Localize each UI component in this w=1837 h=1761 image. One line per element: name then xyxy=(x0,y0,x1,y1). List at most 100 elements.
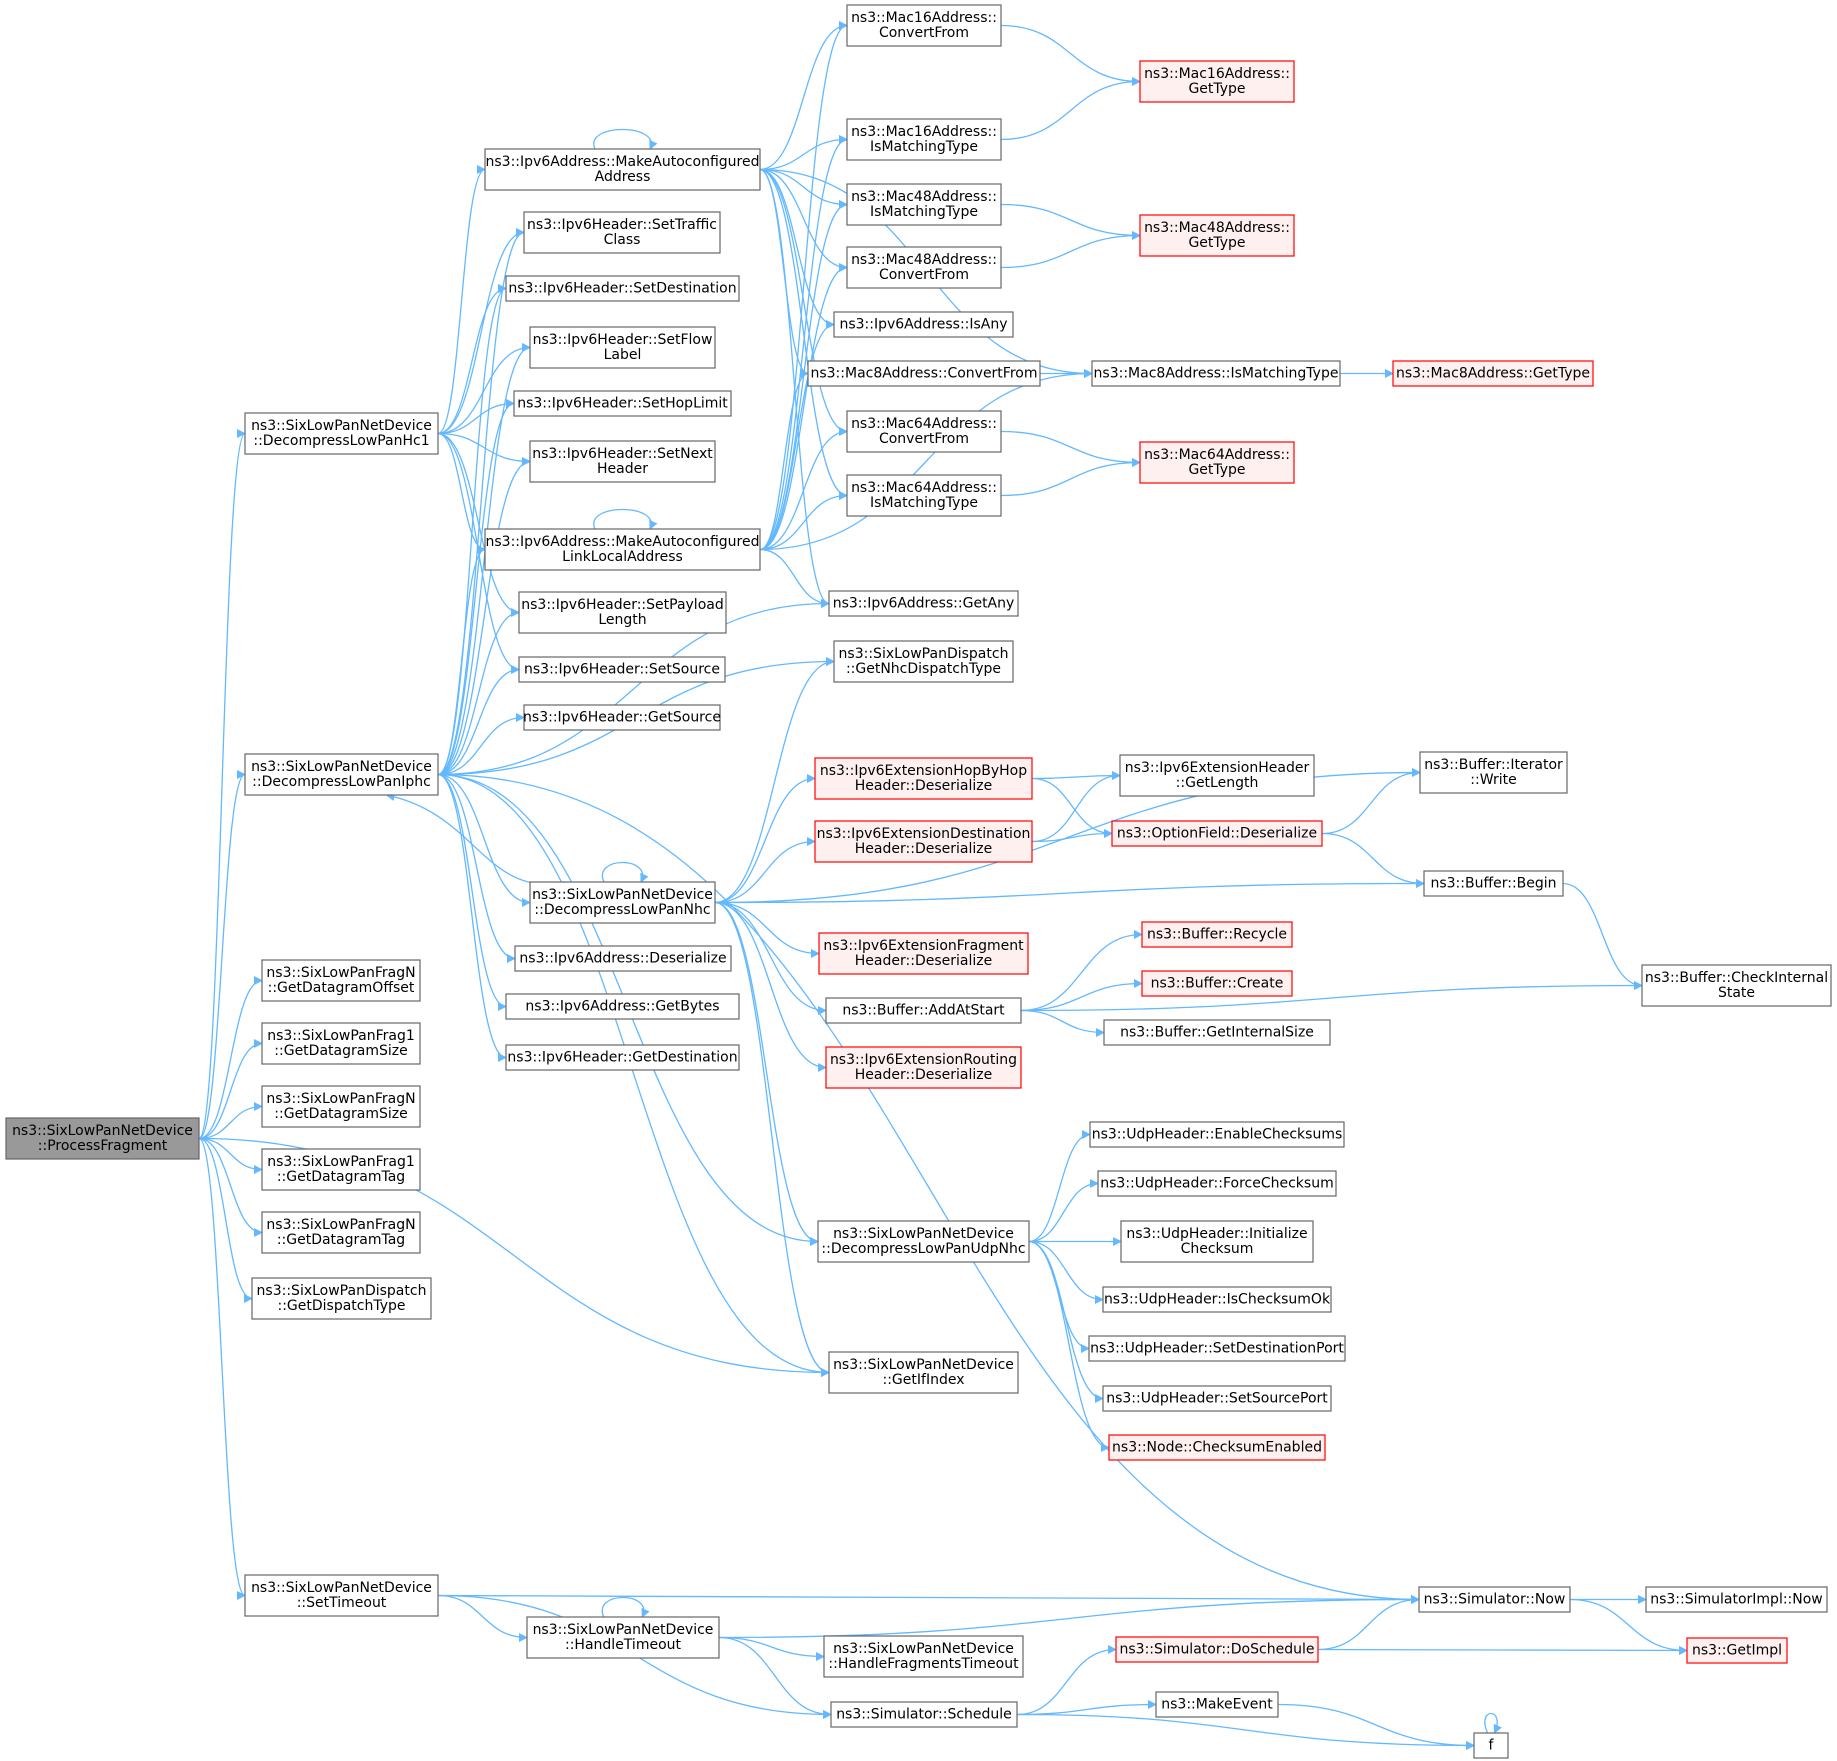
function-node-set-dest[interactable]: ns3::Ipv6Header::SetDestination xyxy=(505,275,740,302)
call-edge-iphc-to-getifindex xyxy=(437,773,830,1377)
function-node-iphc[interactable]: ns3::SixLowPanNetDevice::DecompressLowPa… xyxy=(244,753,439,796)
function-node-m16-match[interactable]: ns3::Mac16Address::IsMatchingType xyxy=(846,118,1002,161)
function-node-set-source[interactable]: ns3::Ipv6Header::SetSource xyxy=(518,656,726,683)
node-label: ns3::Ipv6Address::Deserialize xyxy=(519,951,726,967)
function-node-node-ck[interactable]: ns3::Node::ChecksumEnabled xyxy=(1108,1434,1326,1461)
function-node-addr-deser[interactable]: ns3::Ipv6Address::Deserialize xyxy=(514,945,732,972)
function-node-m8-conv[interactable]: ns3::Mac8Address::ConvertFrom xyxy=(807,360,1041,387)
function-node-doschedule[interactable]: ns3::Simulator::DoSchedule xyxy=(1115,1636,1319,1663)
function-node-m8-type[interactable]: ns3::Mac8Address::GetType xyxy=(1392,360,1594,387)
function-node-dst-ext[interactable]: ns3::Ipv6ExtensionDestinationHeader::Des… xyxy=(814,820,1033,863)
function-node-frag-ext[interactable]: ns3::Ipv6ExtensionFragmentHeader::Deseri… xyxy=(818,932,1029,975)
function-node-addr-bytes[interactable]: ns3::Ipv6Address::GetBytes xyxy=(505,993,740,1020)
node-box xyxy=(529,881,716,924)
function-node-settimeout[interactable]: ns3::SixLowPanNetDevice::SetTimeout xyxy=(244,1574,439,1617)
function-node-frag1-size[interactable]: ns3::SixLowPanFrag1::GetDatagramSize xyxy=(261,1022,421,1065)
function-node-nhc-disp[interactable]: ns3::SixLowPanDispatch::GetNhcDispatchTy… xyxy=(833,640,1014,683)
function-node-udp-setsrc[interactable]: ns3::UdpHeader::SetSourcePort xyxy=(1102,1385,1332,1412)
function-node-udp-isok[interactable]: ns3::UdpHeader::IsChecksumOk xyxy=(1102,1286,1332,1313)
function-node-is-any[interactable]: ns3::Ipv6Address::IsAny xyxy=(833,311,1014,338)
function-node-m64-type[interactable]: ns3::Mac64Address::GetType xyxy=(1139,441,1295,484)
node-label: ns3::UdpHeader::IsChecksumOk xyxy=(1104,1292,1331,1308)
function-node-mk-link[interactable]: ns3::Ipv6Address::MakeAutoconfiguredLink… xyxy=(484,528,761,571)
node-label: ns3::SixLowPanFragN xyxy=(266,1217,415,1233)
call-edge-nhc-to-iphc xyxy=(385,792,578,886)
function-node-root[interactable]: ns3::SixLowPanNetDevice::ProcessFragment xyxy=(5,1117,200,1160)
function-node-set-hop[interactable]: ns3::Ipv6Header::SetHopLimit xyxy=(513,390,732,417)
function-node-recycle[interactable]: ns3::Buffer::Recycle xyxy=(1141,921,1293,948)
function-node-nhc[interactable]: ns3::SixLowPanNetDevice::DecompressLowPa… xyxy=(529,881,716,924)
function-node-iter-write[interactable]: ns3::Buffer::Iterator::Write xyxy=(1419,751,1568,794)
function-node-f[interactable]: f xyxy=(1473,1732,1509,1759)
function-node-getifindex[interactable]: ns3::SixLowPanNetDevice::GetIfIndex xyxy=(828,1351,1019,1394)
node-label: ::DecompressLowPanUdpNhc xyxy=(821,1241,1025,1257)
call-edge-iphc-to-set_source xyxy=(437,665,520,776)
function-node-handletimeout[interactable]: ns3::SixLowPanNetDevice::HandleTimeout xyxy=(526,1616,720,1659)
call-edge-mk_auto-to-m16_match xyxy=(759,135,848,171)
function-node-ext-len[interactable]: ns3::Ipv6ExtensionHeader::GetLength xyxy=(1119,754,1315,797)
function-node-m8-match[interactable]: ns3::Mac8Address::IsMatchingType xyxy=(1091,360,1341,387)
node-label: ns3::Mac64Address:: xyxy=(851,480,997,496)
function-node-schedule[interactable]: ns3::Simulator::Schedule xyxy=(830,1701,1018,1728)
node-label: Header::Deserialize xyxy=(855,953,992,969)
function-node-getimpl[interactable]: ns3::GetImpl xyxy=(1686,1637,1788,1664)
node-label: ns3::Simulator::Schedule xyxy=(836,1707,1012,1723)
function-node-fragN-size[interactable]: ns3::SixLowPanFragN::GetDatagramSize xyxy=(261,1085,421,1128)
function-node-sim-now[interactable]: ns3::Simulator::Now xyxy=(1418,1586,1571,1613)
function-node-create[interactable]: ns3::Buffer::Create xyxy=(1141,970,1293,997)
function-node-udpnhc[interactable]: ns3::SixLowPanNetDevice::DecompressLowPa… xyxy=(817,1220,1030,1263)
function-node-mk-auto[interactable]: ns3::Ipv6Address::MakeAutoconfiguredAddr… xyxy=(484,148,761,191)
function-node-fragN-tag[interactable]: ns3::SixLowPanFragN::GetDatagramTag xyxy=(261,1211,421,1254)
function-node-m64-conv[interactable]: ns3::Mac64Address::ConvertFrom xyxy=(846,410,1002,453)
node-box xyxy=(244,1574,439,1617)
call-edge-hbh-to-opt_deser xyxy=(1031,777,1113,838)
function-node-udp-enable[interactable]: ns3::UdpHeader::EnableChecksums xyxy=(1089,1121,1345,1148)
node-label: IsMatchingType xyxy=(870,139,978,155)
function-node-makeevent[interactable]: ns3::MakeEvent xyxy=(1155,1691,1279,1718)
node-label: ::GetLength xyxy=(1176,775,1259,791)
function-node-m48-conv[interactable]: ns3::Mac48Address::ConvertFrom xyxy=(846,246,1002,289)
function-node-m64-match[interactable]: ns3::Mac64Address::IsMatchingType xyxy=(846,474,1002,517)
node-box xyxy=(1686,1637,1788,1664)
function-node-disp-type[interactable]: ns3::SixLowPanDispatch::GetDispatchType xyxy=(251,1277,432,1320)
function-node-m16-type[interactable]: ns3::Mac16Address::GetType xyxy=(1139,60,1295,103)
function-node-internal-size[interactable]: ns3::Buffer::GetInternalSize xyxy=(1103,1019,1331,1046)
function-node-rout-ext[interactable]: ns3::Ipv6ExtensionRoutingHeader::Deseria… xyxy=(825,1046,1022,1089)
node-box xyxy=(514,945,732,972)
node-label: ns3::Ipv6Address::IsAny xyxy=(839,317,1007,333)
node-label: ns3::Ipv6ExtensionHeader xyxy=(1125,760,1310,776)
function-node-udp-force[interactable]: ns3::UdpHeader::ForceChecksum xyxy=(1097,1170,1337,1197)
node-label: ns3::OptionField::Deserialize xyxy=(1117,826,1317,842)
function-node-fragN-off[interactable]: ns3::SixLowPanFragN::GetDatagramOffset xyxy=(261,959,421,1002)
call-edge-doschedule-to-getimpl xyxy=(1317,1645,1688,1655)
function-node-addatstart[interactable]: ns3::Buffer::AddAtStart xyxy=(825,997,1022,1024)
function-node-get-dest[interactable]: ns3::Ipv6Header::GetDestination xyxy=(505,1044,740,1071)
function-node-get-source[interactable]: ns3::Ipv6Header::GetSource xyxy=(523,704,721,731)
function-node-m48-type[interactable]: ns3::Mac48Address::GetType xyxy=(1139,214,1295,257)
node-box xyxy=(261,1211,421,1254)
function-node-frag1-tag[interactable]: ns3::SixLowPanFrag1::GetDatagramTag xyxy=(261,1148,421,1191)
function-node-hbh[interactable]: ns3::Ipv6ExtensionHopByHopHeader::Deseri… xyxy=(814,757,1033,800)
function-node-udp-setdst[interactable]: ns3::UdpHeader::SetDestinationPort xyxy=(1088,1335,1346,1362)
node-label: ConvertFrom xyxy=(879,25,969,41)
node-box xyxy=(1418,1586,1571,1613)
function-node-opt-deser[interactable]: ns3::OptionField::Deserialize xyxy=(1111,820,1323,847)
function-node-hc1[interactable]: ns3::SixLowPanNetDevice::DecompressLowPa… xyxy=(244,412,439,455)
function-node-m48-match[interactable]: ns3::Mac48Address::IsMatchingType xyxy=(846,183,1002,226)
function-node-impl-now[interactable]: ns3::SimulatorImpl::Now xyxy=(1645,1586,1828,1613)
node-box xyxy=(1103,1019,1331,1046)
call-edge-makeevent-to-f xyxy=(1277,1703,1475,1750)
function-node-buf-begin[interactable]: ns3::Buffer::Begin xyxy=(1423,870,1564,897)
function-node-get-any[interactable]: ns3::Ipv6Address::GetAny xyxy=(828,590,1019,617)
call-edge-mk_auto-to-m48_match xyxy=(759,168,848,209)
node-label: ns3::Mac16Address:: xyxy=(1144,66,1290,82)
function-node-m16-conv[interactable]: ns3::Mac16Address::ConvertFrom xyxy=(846,4,1002,47)
node-label: ns3::Ipv6Address::GetAny xyxy=(833,596,1015,612)
function-node-hft[interactable]: ns3::SixLowPanNetDevice::HandleFragments… xyxy=(823,1635,1024,1678)
